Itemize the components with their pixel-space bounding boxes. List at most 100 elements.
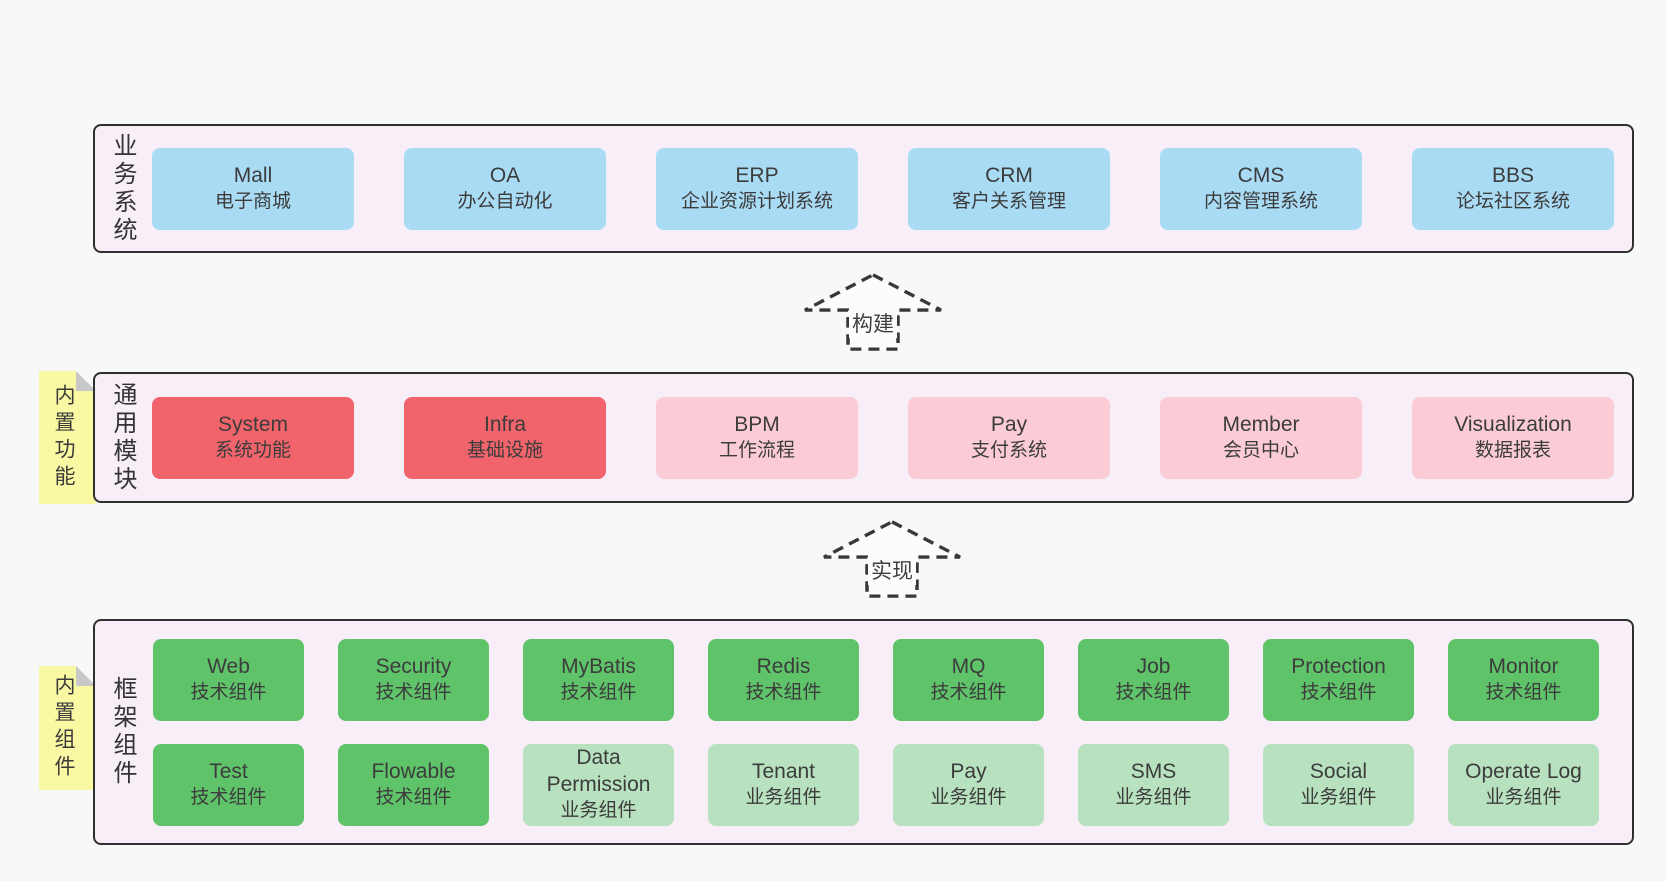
- box-job: Job 技术组件: [1078, 638, 1229, 721]
- box-pay: Pay 业务组件: [893, 743, 1044, 826]
- box-title: Mall: [233, 163, 273, 187]
- box-protection: Protection 技术组件: [1263, 638, 1414, 721]
- box-subtitle: 技术组件: [375, 681, 452, 703]
- box-title: Job: [1136, 654, 1171, 678]
- box-data-permission: Data Permission 业务组件: [523, 743, 674, 826]
- section-label-business-systems: 业务系统: [105, 126, 139, 251]
- box-mybatis: MyBatis 技术组件: [523, 638, 674, 721]
- box-subtitle: 业务组件: [1300, 786, 1377, 808]
- box-subtitle: 业务组件: [745, 786, 822, 808]
- builtin-components-sticky: 内置组件: [39, 666, 96, 790]
- framework-components-row-1: Web 技术组件 Security 技术组件 MyBatis 技术组件 Redi…: [95, 638, 1632, 721]
- box-subtitle: 电子商城: [214, 190, 291, 212]
- box-title: Infra: [483, 412, 527, 436]
- build-arrow: 构建: [803, 272, 943, 352]
- box-subtitle: 业务组件: [560, 800, 637, 822]
- box-crm: CRM 客户关系管理: [908, 147, 1110, 230]
- box-title: ERP: [735, 163, 779, 187]
- box-title: Visualization: [1454, 412, 1572, 436]
- box-title: Protection: [1291, 654, 1386, 678]
- box-oa: OA 办公自动化: [404, 147, 606, 230]
- box-subtitle: 客户关系管理: [951, 190, 1066, 212]
- implement-arrow: 实现: [822, 519, 962, 599]
- section-label-text: 业务系统: [109, 132, 136, 245]
- box-title: Web: [207, 654, 250, 678]
- common-modules-row: System 系统功能 Infra 基础设施 BPM 工作流程 Pay 支付系统…: [95, 396, 1632, 479]
- box-title: BBS: [1491, 163, 1535, 187]
- box-subtitle: 论坛社区系统: [1455, 190, 1570, 212]
- sticky-label-text: 内置功能: [52, 383, 75, 492]
- box-subtitle: 数据报表: [1474, 439, 1551, 461]
- box-title: Member: [1222, 412, 1300, 436]
- box-subtitle: 系统功能: [214, 439, 291, 461]
- box-subtitle: 技术组件: [930, 681, 1007, 703]
- box-subtitle: 技术组件: [560, 681, 637, 703]
- box-title: Test: [209, 759, 248, 783]
- sticky-fold-corner: [76, 666, 96, 686]
- box-bbs: BBS 论坛社区系统: [1412, 147, 1614, 230]
- box-member: Member 会员中心: [1160, 396, 1362, 479]
- builtin-features-sticky: 内置功能: [39, 371, 96, 504]
- box-system: System 系统功能: [152, 396, 354, 479]
- box-subtitle: 业务组件: [1485, 786, 1562, 808]
- framework-components-panel: 框架组件 Web 技术组件 Security 技术组件 MyBatis 技术组件…: [93, 619, 1634, 845]
- box-title: Pay: [950, 759, 987, 783]
- box-subtitle: 支付系统: [970, 439, 1047, 461]
- box-subtitle: 业务组件: [1115, 786, 1192, 808]
- box-security: Security 技术组件: [338, 638, 489, 721]
- box-subtitle: 工作流程: [718, 439, 795, 461]
- box-operate-log: Operate Log 业务组件: [1448, 743, 1599, 826]
- box-title: CRM: [985, 163, 1033, 187]
- box-subtitle: 技术组件: [1115, 681, 1192, 703]
- box-subtitle: 基础设施: [466, 439, 543, 461]
- sticky-label-text: 内置组件: [52, 674, 75, 782]
- business-systems-panel: 业务系统 Mall 电子商城 OA 办公自动化 ERP 企业资源计划系统 CRM…: [93, 124, 1634, 253]
- box-title: MyBatis: [561, 654, 636, 678]
- implement-arrow-label: 实现: [868, 555, 916, 585]
- box-cms: CMS 内容管理系统: [1160, 147, 1362, 230]
- box-title: OA: [489, 163, 521, 187]
- section-label-common-modules: 通用模块: [105, 374, 139, 501]
- box-tenant: Tenant 业务组件: [708, 743, 859, 826]
- box-title: Flowable: [371, 759, 456, 783]
- box-title: System: [217, 412, 288, 436]
- box-title: SMS: [1130, 759, 1177, 783]
- build-arrow-label: 构建: [849, 308, 897, 338]
- box-title: Pay: [990, 412, 1028, 436]
- box-title: Operate Log: [1465, 759, 1582, 783]
- box-infra: Infra 基础设施: [404, 396, 606, 479]
- business-systems-row: Mall 电子商城 OA 办公自动化 ERP 企业资源计划系统 CRM 客户关系…: [95, 147, 1632, 230]
- section-label-text: 框架组件: [109, 676, 136, 788]
- box-title: Monitor: [1488, 654, 1559, 678]
- box-subtitle: 办公自动化: [457, 190, 553, 212]
- box-title: Redis: [756, 654, 811, 678]
- section-label-framework-components: 框架组件: [105, 621, 139, 843]
- box-test: Test 技术组件: [153, 743, 304, 826]
- common-modules-panel: 通用模块 System 系统功能 Infra 基础设施 BPM 工作流程 Pay…: [93, 372, 1634, 503]
- box-sms: SMS 业务组件: [1078, 743, 1229, 826]
- box-social: Social 业务组件: [1263, 743, 1414, 826]
- box-web: Web 技术组件: [153, 638, 304, 721]
- box-subtitle: 内容管理系统: [1203, 190, 1318, 212]
- box-redis: Redis 技术组件: [708, 638, 859, 721]
- framework-components-row-2: Test 技术组件 Flowable 技术组件 Data Permission …: [95, 743, 1632, 826]
- box-pay: Pay 支付系统: [908, 396, 1110, 479]
- box-mq: MQ 技术组件: [893, 638, 1044, 721]
- box-subtitle: 企业资源计划系统: [680, 190, 833, 212]
- box-monitor: Monitor 技术组件: [1448, 638, 1599, 721]
- box-visualization: Visualization 数据报表: [1412, 396, 1614, 479]
- box-title: Tenant: [751, 759, 816, 783]
- box-title: Social: [1309, 759, 1368, 783]
- box-title: CMS: [1237, 163, 1285, 187]
- box-subtitle: 技术组件: [375, 786, 452, 808]
- box-title: Security: [375, 654, 452, 678]
- box-subtitle: 会员中心: [1222, 439, 1299, 461]
- box-title: Data Permission: [546, 746, 651, 797]
- box-subtitle: 业务组件: [930, 786, 1007, 808]
- section-label-text: 通用模块: [109, 381, 136, 494]
- box-subtitle: 技术组件: [1485, 681, 1562, 703]
- sticky-fold-corner: [76, 371, 96, 391]
- box-subtitle: 技术组件: [190, 681, 267, 703]
- box-flowable: Flowable 技术组件: [338, 743, 489, 826]
